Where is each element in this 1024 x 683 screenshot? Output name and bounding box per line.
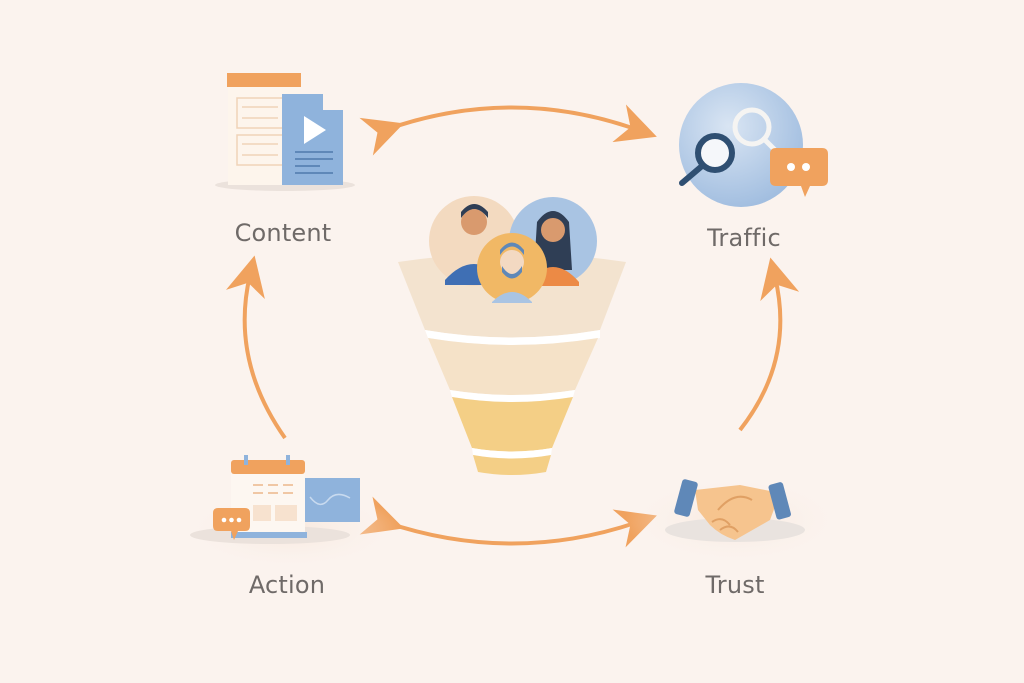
calendar-chart-icon (180, 455, 400, 570)
arrow-action-trust (359, 496, 657, 548)
node-label-traffic: Traffic (707, 224, 781, 252)
node-label-action: Action (248, 571, 326, 599)
arrow-action-to-content (225, 255, 287, 440)
search-chat-icon (679, 83, 828, 207)
node-label-content: Content (234, 219, 332, 247)
arrow-trust-to-traffic (738, 257, 800, 432)
arrow-content-traffic (359, 104, 657, 156)
handshake-icon (625, 475, 845, 565)
document-video-icon (215, 73, 355, 191)
funnel-with-people-icon (398, 196, 626, 475)
node-label-trust: Trust (705, 571, 765, 599)
